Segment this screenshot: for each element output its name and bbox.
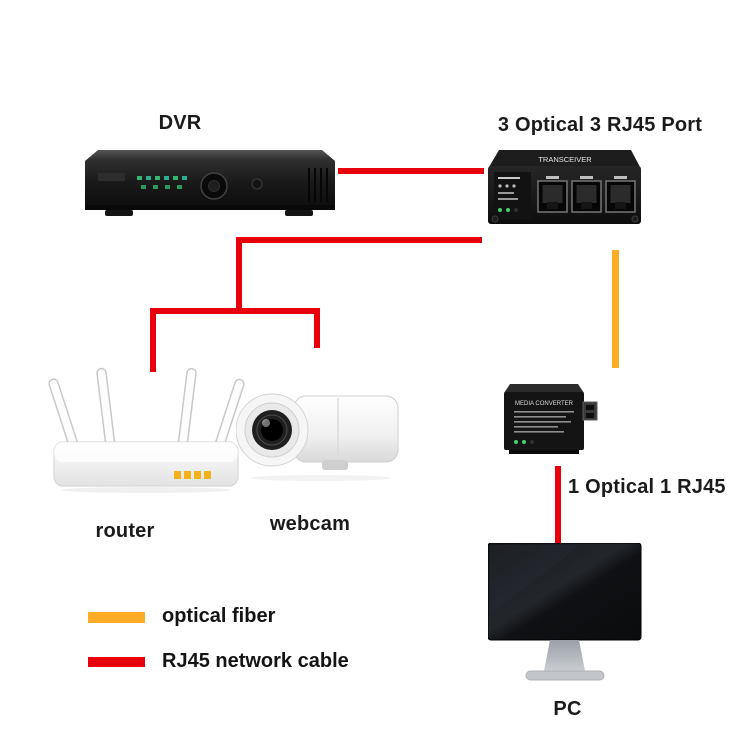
dvr-power-button	[251, 178, 263, 190]
converter1-device-text: MEDIA CONVERTER	[515, 401, 574, 407]
webcam-illustration	[235, 393, 399, 481]
webcam-label: webcam	[269, 513, 351, 535]
webcam-device	[235, 386, 404, 487]
converter3-label: 3 Optical 3 RJ45 Port	[497, 114, 703, 136]
legend-fiber-label: optical fiber	[162, 605, 276, 627]
converter1-spec-lines	[514, 411, 574, 433]
router-illustration	[48, 367, 245, 493]
rj45-line-converter1-to-pc	[555, 466, 561, 546]
pc-base	[525, 670, 605, 681]
rj45-line-mid-vertical	[236, 237, 242, 314]
dvr-label: DVR	[158, 112, 202, 134]
converter3-led-panel	[494, 172, 531, 219]
converter3-illustration: TRANSCEIVER	[488, 150, 641, 224]
converter3-rj45-ports	[537, 176, 636, 213]
converter1-label: 1 Optical 1 RJ45	[568, 476, 726, 498]
legend-rj45-label: RJ45 network cable	[162, 650, 349, 672]
webcam-bracket	[322, 460, 348, 470]
dvr-indicator-lights	[137, 176, 187, 189]
converter1-illustration: MEDIA CONVERTER	[504, 384, 598, 454]
router-label: router	[95, 520, 155, 542]
pc-stand	[544, 640, 585, 671]
rj45-line-to-webcam	[314, 308, 320, 348]
converter3-top-text: TRANSCEIVER	[538, 155, 592, 164]
rj45-line-dvr-to-converter3	[338, 168, 484, 174]
pc-illustration	[487, 542, 642, 681]
converter1-device: MEDIA CONVERTER	[504, 384, 598, 465]
dvr-vents	[308, 168, 328, 202]
router-antennas	[48, 367, 245, 450]
rj45-line-mid-horizontal	[236, 237, 482, 243]
legend-rj45-swatch	[88, 657, 145, 667]
optical-fiber-line-converter3-to-converter1	[612, 250, 619, 368]
dvr-illustration	[85, 150, 335, 216]
pc-device	[487, 542, 643, 693]
router-lan-ports	[174, 471, 211, 479]
rj45-line-to-router	[150, 308, 156, 372]
pc-label: PC	[553, 698, 582, 720]
rj45-line-branch-horizontal	[150, 308, 320, 314]
dvr-device	[85, 150, 335, 223]
router-device	[48, 366, 248, 499]
legend-fiber-swatch	[88, 612, 145, 623]
converter3-device: TRANSCEIVER	[486, 148, 644, 239]
